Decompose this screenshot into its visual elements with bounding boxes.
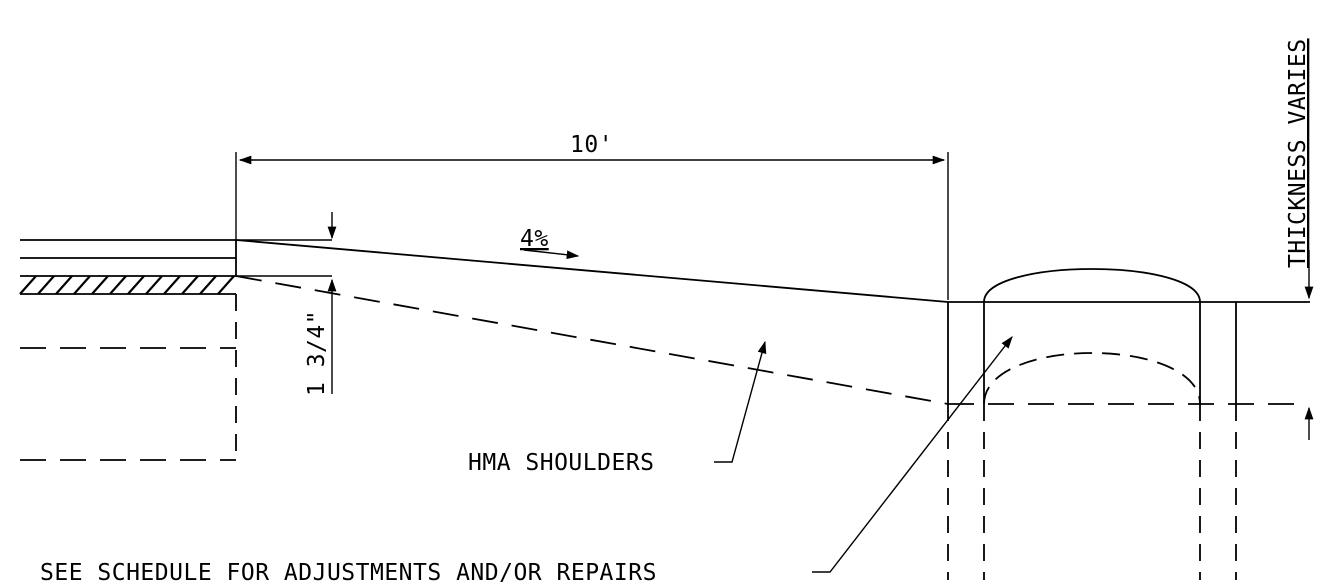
step-dimension: 1 3/4" (304, 212, 337, 396)
schedule-callout-label: SEE SCHEDULE FOR ADJUSTMENTS AND/OR REPA… (40, 560, 657, 586)
existing-pavement (19, 239, 237, 461)
step-dimension-label: 1 3/4" (304, 310, 330, 396)
slope-label: 4% (520, 226, 549, 252)
hatched-layer (19, 275, 235, 295)
schedule-callout: SEE SCHEDULE FOR ADJUSTMENTS AND/OR REPA… (40, 336, 1013, 586)
thickness-label: THICKNESS VARIES (1285, 38, 1311, 268)
shoulders-callout-label: HMA SHOULDERS (468, 450, 655, 476)
structure-casting (947, 268, 1310, 580)
width-dimension: 10' (235, 132, 949, 300)
thickness-dimension: THICKNESS VARIES (1285, 38, 1314, 440)
width-dimension-label: 10' (570, 132, 613, 158)
shoulder-surface: 4% (235, 226, 949, 405)
shoulders-callout: HMA SHOULDERS (468, 340, 767, 476)
